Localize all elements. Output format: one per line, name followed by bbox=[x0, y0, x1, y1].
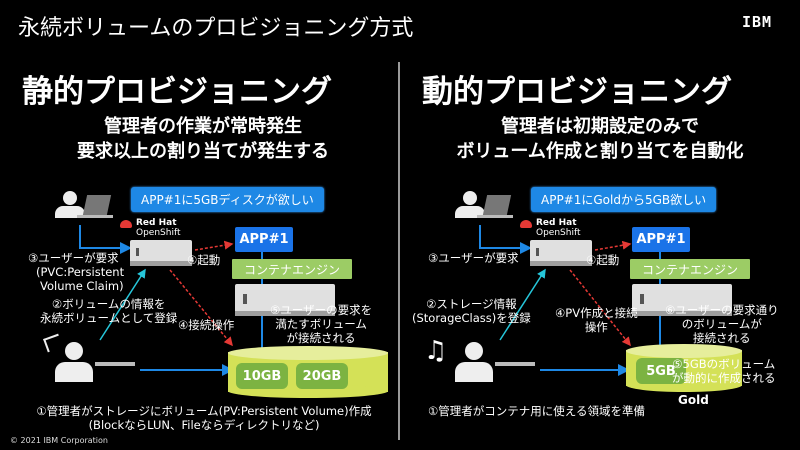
left-app-box: APP#1 bbox=[235, 227, 293, 252]
right-step6-line1: ⑥ユーザーの要求通り bbox=[665, 303, 779, 317]
copyright: © 2021 IBM Corporation bbox=[10, 436, 108, 445]
right-redhat-label: Red Hat bbox=[536, 218, 577, 228]
left-subtitle-line1: 管理者の作業が常時発生 bbox=[104, 116, 302, 137]
right-step2-line1: ②ストレージ情報 bbox=[426, 297, 517, 311]
right-connect-arrow bbox=[569, 269, 631, 347]
right-heading: 動的プロビジョニング bbox=[422, 74, 732, 110]
right-subtitle-line2: ボリューム作成と割り当てを自動化 bbox=[456, 141, 744, 162]
left-step1-label: ①管理者がストレージにボリューム(PV:Persistent Volume)作成… bbox=[18, 404, 390, 432]
left-step2-line1: ②ボリュームの情報を bbox=[51, 297, 166, 311]
left-step5-line3: が接続される bbox=[286, 331, 356, 345]
right-admin-register-arrow bbox=[499, 268, 546, 341]
right-user-request-line bbox=[479, 225, 532, 254]
left-openshift-logo: Red Hat OpenShift bbox=[120, 218, 181, 238]
left-connect-arrow bbox=[169, 269, 233, 347]
left-user-icon bbox=[55, 191, 115, 227]
left-launch-arrow bbox=[194, 240, 234, 251]
left-step1-line1: ①管理者がストレージにボリューム(PV:Persistent Volume)作成 bbox=[36, 404, 372, 418]
left-subtitle-line2: 要求以上の割り当てが発生する bbox=[77, 141, 329, 162]
left-step4b-label: ④接続操作 bbox=[178, 318, 235, 332]
redhat-icon bbox=[120, 220, 132, 228]
right-app-box: APP#1 bbox=[632, 227, 690, 252]
left-container-server bbox=[235, 284, 335, 316]
left-heading: 静的プロビジョニング bbox=[22, 74, 332, 110]
left-step1-line2: (BlockならLUN、Fileならディレクトリなど) bbox=[88, 418, 320, 432]
right-step6-line3: 接続される bbox=[693, 331, 751, 345]
right-subtitle: 管理者は初期設定のみで ボリューム作成と割り当てを自動化 bbox=[410, 114, 790, 164]
left-step4-label: ④起動 bbox=[187, 253, 221, 267]
left-user-request-line bbox=[79, 225, 132, 254]
left-request-bubble: APP#1に5GBディスクが欲しい bbox=[131, 187, 324, 212]
right-step2-label: ②ストレージ情報 (StorageClass)を登録 bbox=[412, 297, 531, 325]
left-container-engine: コンテナエンジン bbox=[232, 259, 352, 279]
right-openshift-server bbox=[530, 240, 592, 266]
left-step5-line2: 満たすボリューム bbox=[275, 317, 367, 331]
left-step2-label: ②ボリュームの情報を 永続ボリュームとして登録 bbox=[40, 297, 177, 325]
right-gold-label: Gold bbox=[678, 393, 709, 407]
right-volume-5gb: 5GB bbox=[636, 358, 686, 384]
left-step3-line2: (PVC:Persistent bbox=[36, 265, 125, 279]
right-user-icon bbox=[455, 191, 515, 227]
right-step5-line1: ⑤5GBのボリューム bbox=[672, 357, 776, 371]
left-step2-line2: 永続ボリュームとして登録 bbox=[40, 311, 178, 325]
redhat-icon bbox=[520, 220, 532, 228]
ibm-logo: IBM bbox=[742, 13, 773, 31]
right-step5-line2: が動的に作成される bbox=[672, 371, 776, 385]
right-step4b-label: ④PV作成と接続 操作 bbox=[555, 306, 638, 334]
right-step4b-line1: ④PV作成と接続 bbox=[555, 306, 638, 320]
right-request-bubble: APP#1にGoldから5GB欲しい bbox=[531, 187, 717, 212]
right-openshift-label: OpenShift bbox=[536, 228, 581, 238]
right-admin-icon bbox=[445, 336, 545, 386]
right-step6-line2: のボリュームが bbox=[681, 317, 762, 331]
left-admin-register-arrow bbox=[99, 268, 146, 341]
left-subtitle: 管理者の作業が常時発生 要求以上の割り当てが発生する bbox=[18, 114, 388, 164]
right-container-engine: コンテナエンジン bbox=[630, 259, 750, 279]
right-step2-line2: (StorageClass)を登録 bbox=[412, 311, 531, 325]
left-step3-line1: ③ユーザーが要求 bbox=[28, 251, 119, 265]
left-volume-10gb: 10GB bbox=[236, 363, 288, 389]
left-volume-20gb: 20GB bbox=[296, 363, 348, 389]
right-subtitle-line1: 管理者は初期設定のみで bbox=[501, 116, 699, 137]
right-openshift-logo: Red Hat OpenShift bbox=[520, 218, 581, 238]
left-redhat-label: Red Hat bbox=[136, 218, 177, 228]
left-openshift-server bbox=[130, 240, 192, 266]
right-launch-arrow bbox=[594, 240, 632, 251]
music-note-icon: ♫ bbox=[424, 336, 448, 366]
right-step3-label: ③ユーザーが要求 bbox=[428, 251, 519, 265]
right-step4b-line2: 操作 bbox=[584, 320, 608, 334]
left-step3-line3: Volume Claim) bbox=[40, 279, 124, 293]
right-step5-label: ⑤5GBのボリューム が動的に作成される bbox=[672, 357, 776, 385]
right-step1-label: ①管理者がコンテナ用に使える領域を準備 bbox=[428, 404, 645, 418]
left-step5-label: ⑤ユーザーの要求を 満たすボリューム が接続される bbox=[270, 303, 372, 345]
slide-title: 永続ボリュームのプロビジョニング方式 bbox=[18, 16, 414, 41]
left-step5-line1: ⑤ユーザーの要求を bbox=[270, 303, 373, 317]
left-openshift-label: OpenShift bbox=[136, 228, 181, 238]
left-step3-label: ③ユーザーが要求 (PVC:Persistent Volume Claim) bbox=[28, 251, 124, 293]
right-step6-label: ⑥ユーザーの要求通り のボリュームが 接続される bbox=[665, 303, 779, 345]
left-admin-icon bbox=[43, 333, 145, 386]
right-container-server bbox=[632, 284, 732, 316]
center-divider bbox=[398, 62, 400, 440]
right-step4-label: ④起動 bbox=[586, 253, 620, 267]
